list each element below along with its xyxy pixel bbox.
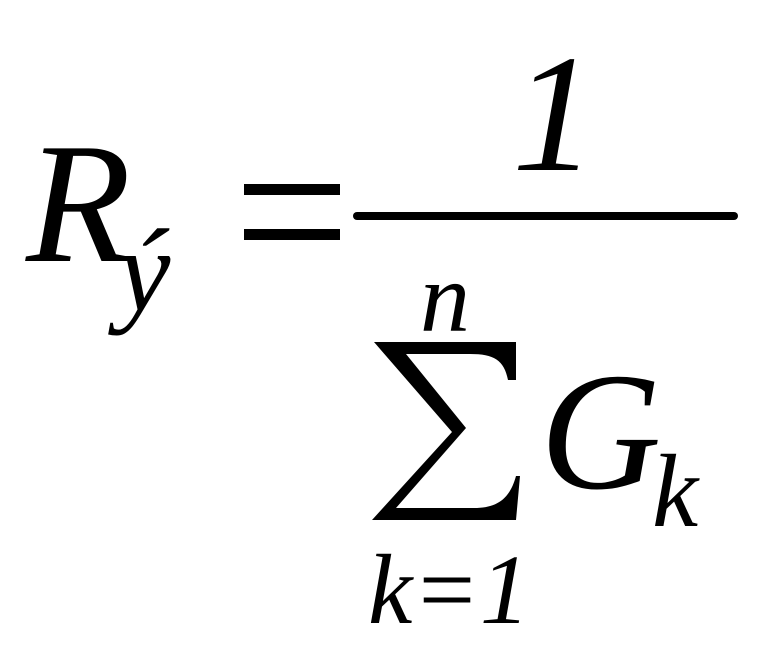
summation-symbol — [372, 342, 520, 520]
fraction-line — [353, 212, 738, 220]
sum-lower-limit: k=1 — [368, 534, 530, 645]
lhs-subscript: ý — [118, 205, 171, 336]
numerator: 1 — [512, 21, 596, 207]
sum-upper-limit: n — [420, 242, 470, 353]
lhs-variable: R — [26, 109, 132, 299]
equals-sign — [244, 184, 340, 240]
term-variable: G — [540, 339, 662, 525]
term-subscript: k — [652, 434, 699, 549]
